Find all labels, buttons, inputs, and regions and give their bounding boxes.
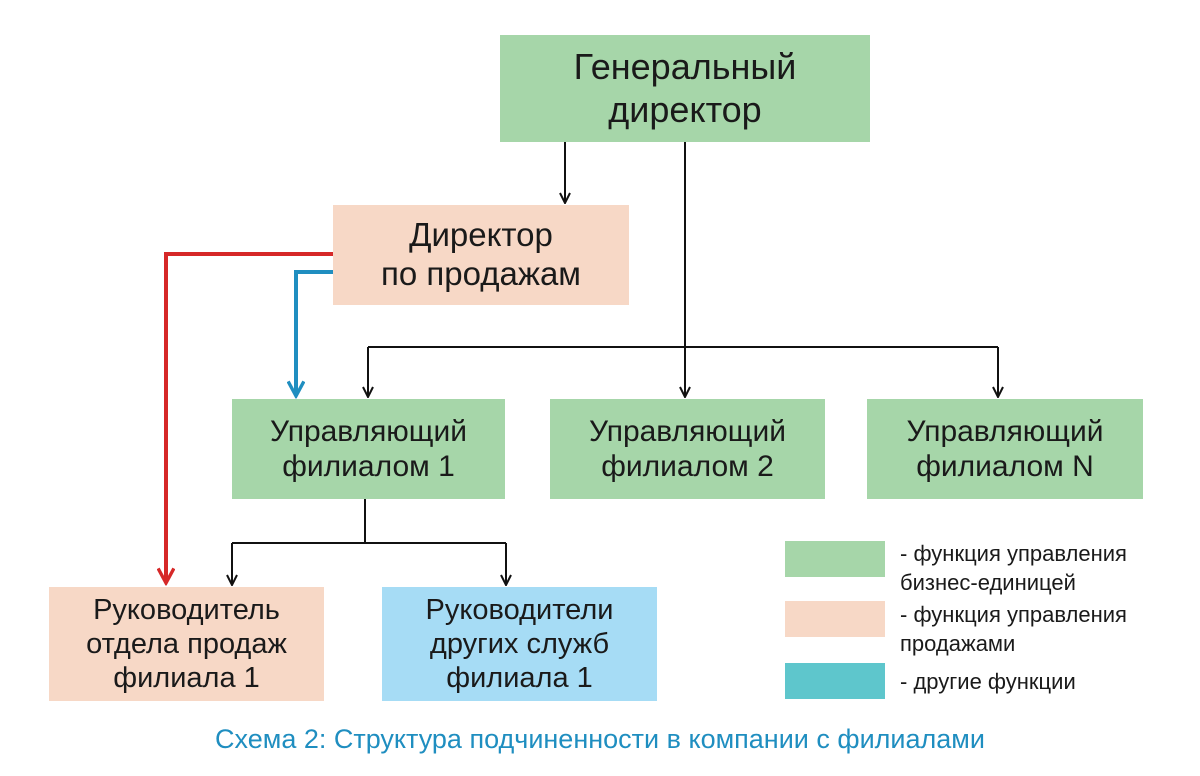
diagram-caption: Схема 2: Структура подчиненности в компа… [215,724,985,754]
node-branch-manager-1-label: Управляющий филиалом 1 [269,414,468,483]
legend-label-sales: - функция управления продажами [900,602,1127,656]
sales-function-connector [166,252,333,583]
node-branch-manager-2: Управляющий филиалом 2 [550,399,825,499]
legend-label-other: - другие функции [900,669,1076,694]
node-sales-director-label: Директор по продажам [381,216,581,292]
other-function-connector [296,270,333,396]
legend-label-business: - функция управления бизнес-единицей [900,541,1127,595]
node-branch-sales-head: Руководитель отдела продаж филиала 1 [49,587,324,701]
legend-swatch-other [785,663,885,699]
legend-swatch-sales [785,601,885,637]
node-general-director-label: Генеральный директор [573,46,797,130]
node-branch-manager-1: Управляющий филиалом 1 [232,399,505,499]
node-branch-other-heads: Руководители других служб филиала 1 [382,587,657,701]
node-sales-director: Директор по продажам [333,205,629,305]
legend-swatch-business [785,541,885,577]
node-branch-other-heads-label: Руководители других служб филиала 1 [425,593,614,695]
node-branch-manager-2-label: Управляющий филиалом 2 [588,414,787,483]
node-general-director: Генеральный директор [500,35,870,142]
node-branch-manager-n: Управляющий филиалом N [867,399,1143,499]
node-branch-manager-n-label: Управляющий филиалом N [906,414,1104,483]
node-branch-sales-head-label: Руководитель отдела продаж филиала 1 [86,593,287,695]
